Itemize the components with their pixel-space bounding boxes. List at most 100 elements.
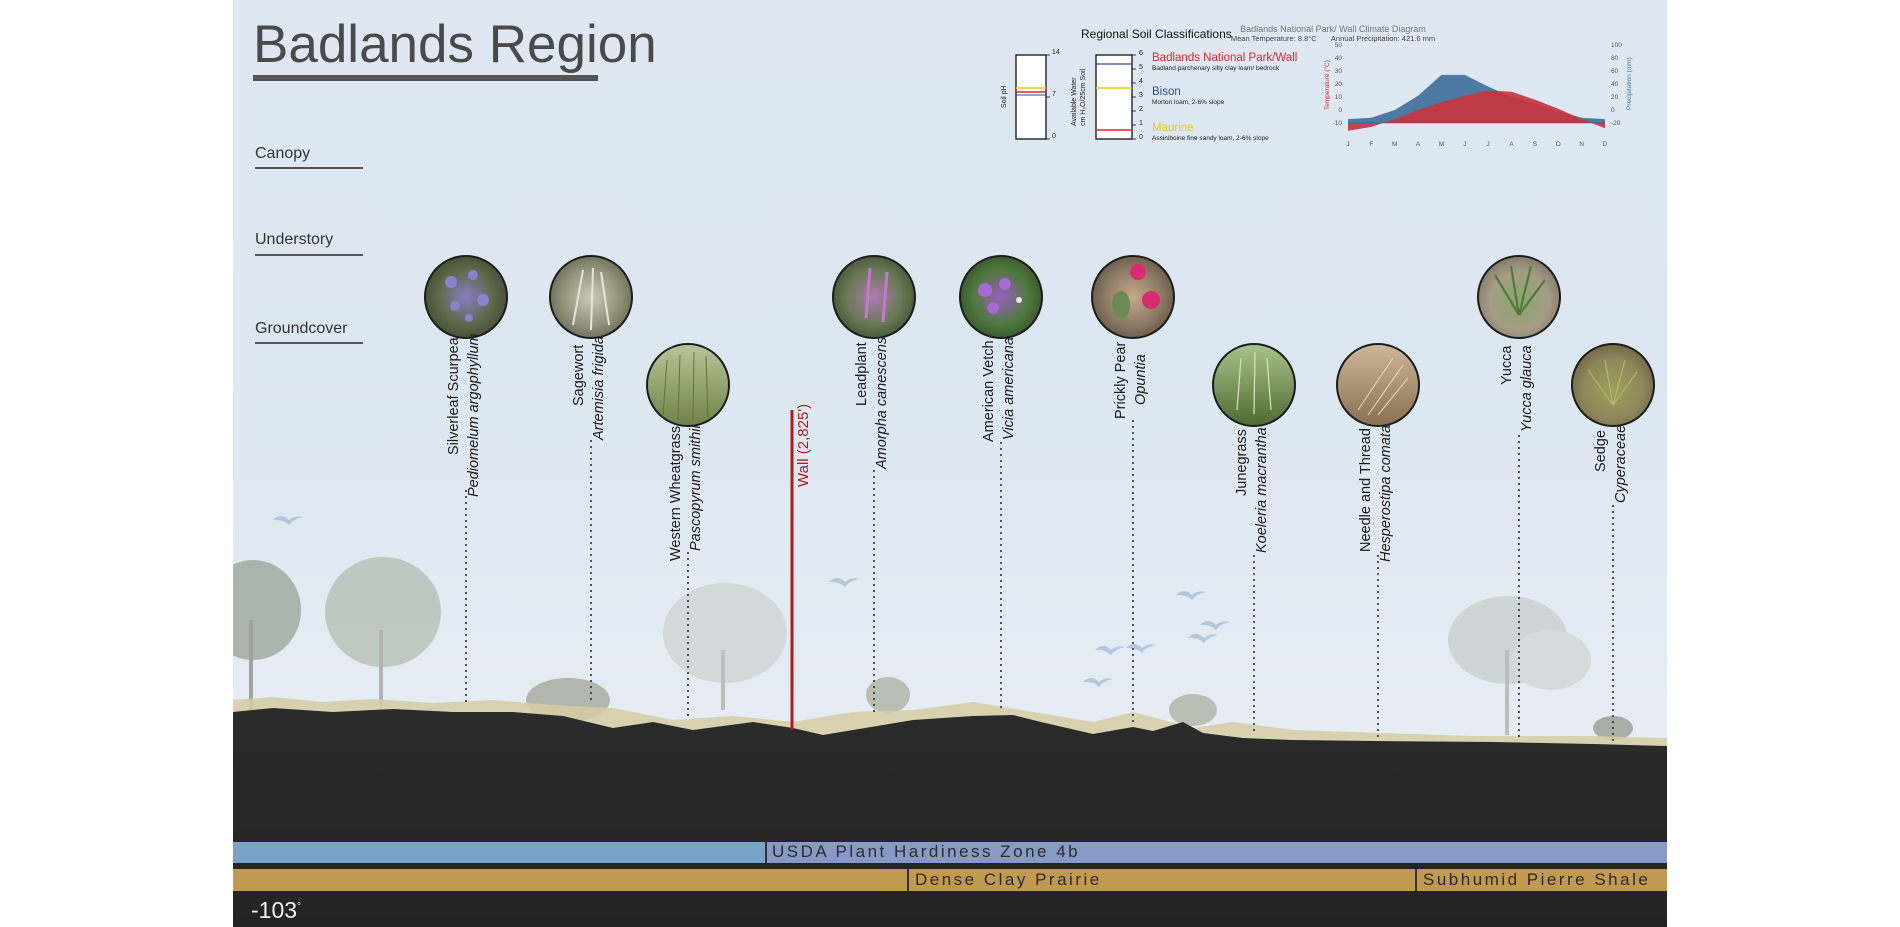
needle-and-thread-photo <box>1336 343 1420 427</box>
layer-label-groundcover: Groundcover <box>255 320 348 337</box>
plant-common-name: Sedge <box>1593 430 1609 472</box>
precip-tick: 40 <box>1611 81 1619 88</box>
water-axis-unit: cm H₂O/25cm Soil <box>1080 68 1087 126</box>
plant-common-name: Sagewort <box>571 344 587 406</box>
climate-diagram-summary: Mean Temperature: 8.8°C Annual Precipita… <box>1133 34 1533 43</box>
month-tick: F <box>1369 141 1373 148</box>
tree-left <box>325 557 441 710</box>
tree-left-edge <box>233 560 301 710</box>
precip-tick: 0 <box>1611 107 1615 114</box>
soil-desc-badlands: Badland parchenary silty clay loam/ bedr… <box>1152 65 1280 72</box>
temp-tick: -10 <box>1333 120 1343 127</box>
month-tick: M <box>1439 141 1444 148</box>
plant-scientific-name: Pediomelum argophyllum <box>466 333 482 497</box>
temp-tick: 10 <box>1335 94 1343 101</box>
wall-elevation-label: Wall (2,825') <box>795 403 812 487</box>
hardiness-zone-label: USDA Plant Hardiness Zone 4b <box>772 842 1081 861</box>
bottom-bands <box>233 842 1667 891</box>
month-tick: S <box>1533 141 1538 148</box>
month-tick: A <box>1416 141 1421 148</box>
junegrass-photo <box>1212 343 1296 427</box>
plant-common-name: Silverleaf Scurpea <box>446 337 462 455</box>
mean-temperature: Mean Temperature: 8.8°C <box>1230 34 1317 43</box>
birds <box>273 516 1230 687</box>
precip-tick: 20 <box>1611 94 1619 101</box>
title-underline <box>253 75 598 81</box>
soil-desc-maurine: Assiniboine fine sandy loam, 2-6% slope <box>1152 135 1269 142</box>
layer-label-understory: Understory <box>255 231 334 248</box>
soil-legend-title: Regional Soil Classifications <box>1081 27 1232 41</box>
climate-diagram-title: Badlands National Park/ Wall Climate Dia… <box>1240 24 1426 34</box>
landscape-scene: JFMAMJJASOND50403020100-10100806040200-2… <box>233 42 1667 927</box>
plant-common-name: Prickly Pear <box>1113 341 1129 419</box>
soil-name-bison: Bison <box>1152 86 1181 98</box>
month-tick: N <box>1579 141 1584 148</box>
temp-tick: 30 <box>1335 68 1343 75</box>
temp-tick: 50 <box>1335 42 1343 49</box>
layer-divider <box>255 254 363 256</box>
month-tick: J <box>1463 141 1466 148</box>
soil-name-badlands: Badlands National Park/Wall <box>1152 52 1298 64</box>
month-tick: D <box>1603 141 1608 148</box>
tree-right <box>1448 596 1591 735</box>
plant-scientific-name: Opuntia <box>1133 354 1149 405</box>
water-tick: 3 <box>1139 92 1143 99</box>
prairie-band <box>233 869 1667 891</box>
plant-common-name: Junegrass <box>1234 429 1250 496</box>
plant-common-name: Yucca <box>1499 345 1515 386</box>
layer-label-canopy: Canopy <box>255 145 311 162</box>
water-tick: 4 <box>1139 78 1143 85</box>
yucca-photo <box>1477 255 1561 339</box>
annual-precipitation: Annual Precipitation: 421.6 mm <box>1330 34 1436 43</box>
temp-tick: 20 <box>1335 81 1343 88</box>
precip-tick: -20 <box>1611 120 1621 127</box>
plant-scientific-name: Koeleria macrantha <box>1254 427 1270 553</box>
water-tick: 6 <box>1139 50 1143 57</box>
plant-scientific-name: Cyperaceae <box>1613 424 1629 503</box>
degree-mark: ° <box>297 901 302 913</box>
ph-tick: 14 <box>1052 49 1060 56</box>
water-tick: 2 <box>1139 106 1143 113</box>
temp-axis-label: Temperature (°C) <box>1323 60 1331 110</box>
background-trees <box>233 557 1591 735</box>
plant-scientific-name: Hesperostipa comata <box>1378 424 1394 562</box>
sedge-photo <box>1571 343 1655 427</box>
sagewort-photo <box>549 255 633 339</box>
water-axis-label: Available Water <box>1071 77 1078 126</box>
plant-scientific-name: Vicia americana <box>1001 337 1017 440</box>
soil-desc-bison: Morton loam, 2-6% slope <box>1152 99 1225 106</box>
water-tick: 5 <box>1139 64 1143 71</box>
month-tick: M <box>1392 141 1397 148</box>
plant-common-name: Western Wheatgrass <box>668 425 684 561</box>
month-tick: J <box>1487 141 1490 148</box>
plant-common-name: Leadplant <box>854 342 870 406</box>
ph-tick: 0 <box>1052 133 1056 140</box>
month-tick: O <box>1556 141 1561 148</box>
plant-scientific-name: Pascopyrum smithii <box>688 425 704 551</box>
soil-ph-bar <box>1015 54 1047 140</box>
hardiness-zone-band-left <box>233 842 767 863</box>
available-water-bar <box>1046 54 1136 140</box>
plant-common-name: Needle and Thread <box>1358 428 1374 552</box>
precip-tick: 100 <box>1611 42 1622 49</box>
soil-name-maurine: Maurine <box>1152 122 1194 134</box>
leadplant-photo <box>832 255 916 339</box>
layer-divider <box>255 342 363 344</box>
precip-axis-label: Precipitation (mm) <box>1626 57 1633 110</box>
plant-scientific-name: Yucca glauca <box>1519 345 1535 432</box>
prickly-pear-photo <box>1091 255 1175 339</box>
temperature-area <box>1348 90 1605 131</box>
american-vetch-photo <box>959 255 1043 339</box>
silverleaf-scurpea-photo <box>424 255 508 339</box>
temp-tick: 40 <box>1335 55 1343 62</box>
plant-scientific-name: Amorpha canescens <box>874 336 890 469</box>
western-wheatgrass-photo <box>646 343 730 427</box>
soil-ph-axis-label: Soil pH <box>1001 85 1008 108</box>
tree-center <box>663 583 787 710</box>
page-title: Badlands Region <box>253 15 657 74</box>
water-tick: 1 <box>1139 120 1143 127</box>
layer-divider <box>255 167 363 169</box>
dense-clay-prairie-label: Dense Clay Prairie <box>915 870 1102 889</box>
water-tick: 0 <box>1139 134 1143 141</box>
